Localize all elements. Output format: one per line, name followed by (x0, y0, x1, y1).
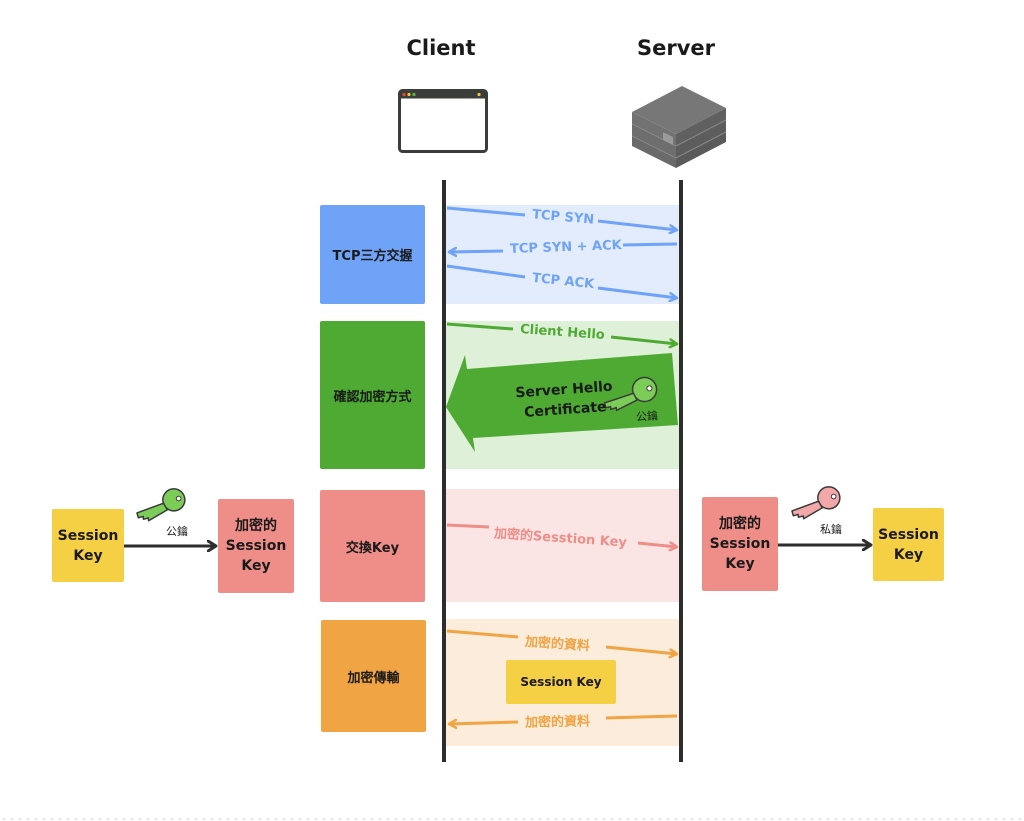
client-public-key-label: 公鑰 (166, 525, 188, 538)
msg-tcp-syn (446, 206, 677, 230)
msg-client-hello (446, 322, 677, 344)
server-private-key-label: 私鑰 (820, 523, 842, 536)
phase-tcp-handshake: TCP三方交握 (320, 205, 425, 304)
msg-tcp-syn-ack (449, 242, 678, 252)
key-text: Key (73, 547, 103, 564)
server-session-key-box: Session Key (873, 508, 944, 581)
phase-encrypted-transfer: 加密傳輸 (321, 620, 426, 732)
server-encrypted-session-key-box: 加密的 Session Key (702, 497, 778, 591)
phase-cipher-negotiation: 確認加密方式 (320, 321, 425, 469)
msg-label-encrypted-data-back: 加密的資料 (524, 714, 591, 731)
server-rack-icon (631, 86, 727, 168)
msg-label-server-hello: Server Hello Certificate (515, 377, 615, 424)
client-lifeline (442, 180, 446, 762)
phase-key-exchange: 交換Key (320, 490, 425, 602)
browser-window-icon (398, 89, 488, 153)
msg-encrypted-session-key (446, 523, 677, 547)
msg-server-hello-arrow (446, 353, 678, 452)
encrypted-text: 加密的 (719, 516, 761, 532)
client-encrypted-session-key-box: 加密的 Session Key (218, 499, 294, 593)
tcp-handshake-band (446, 205, 680, 304)
key-text: Key (725, 556, 755, 572)
msg-encrypted-data-back (449, 714, 678, 724)
bottom-divider (0, 818, 1024, 820)
server-lifeline (679, 180, 683, 762)
msg-tcp-ack (446, 264, 677, 298)
encrypted-text: 加密的 (235, 518, 277, 534)
public-key-label: 公鑰 (635, 409, 659, 424)
public-key-icon (603, 376, 658, 412)
session-text: Session (878, 526, 939, 543)
client-header: Client (406, 36, 476, 60)
msg-encrypted-data-out (446, 629, 677, 654)
key-text: Key (241, 558, 271, 574)
session-text: Session (225, 538, 287, 554)
session-key-box: Session Key (506, 660, 616, 704)
key-exchange-band (446, 489, 680, 602)
session-text: Session (709, 536, 771, 552)
session-key-text: Session (57, 527, 119, 544)
key-text: Key (893, 546, 924, 563)
server-header: Server (636, 36, 715, 60)
public-key-icon (136, 488, 186, 522)
client-session-key-box: Session Key (52, 509, 124, 582)
private-key-icon (791, 486, 841, 520)
